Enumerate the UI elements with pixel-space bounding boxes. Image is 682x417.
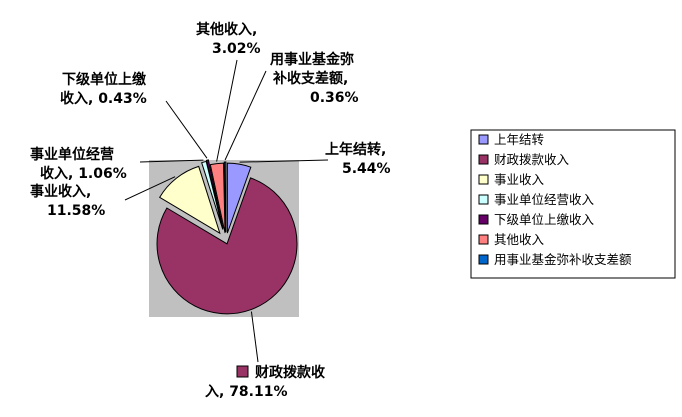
data-labels: 上年结转, 5.44% 财政拨款收入, 78.11% 事业收入, 11.58% 事业单位经… xyxy=(30,21,391,400)
data-label: 0.36% xyxy=(310,90,359,106)
legend-key xyxy=(478,154,489,165)
legend-label: 事业单位经营收入 xyxy=(494,192,595,207)
legend-key xyxy=(478,254,489,265)
label-legend-key xyxy=(236,365,249,378)
legend-key xyxy=(478,234,489,245)
data-label: 下级单位上缴 xyxy=(62,71,147,88)
leader-line xyxy=(165,100,208,159)
legend-key xyxy=(478,174,489,185)
data-label: 用事业基金弥 xyxy=(270,51,354,68)
pie-slice xyxy=(201,160,224,230)
pie-slice xyxy=(223,161,227,233)
legend-key xyxy=(478,214,489,225)
data-label: 5.44% xyxy=(342,161,391,177)
data-label: 收入, 1.06% xyxy=(40,165,127,182)
leader-line xyxy=(216,59,238,162)
data-label: 收入, 0.43% xyxy=(60,90,147,107)
legend-key xyxy=(478,134,489,145)
leader-line xyxy=(239,159,329,163)
legend-label: 上年结转 xyxy=(494,132,544,147)
legend-key xyxy=(478,194,489,205)
leader-line xyxy=(139,159,204,163)
legend-label: 用事业基金弥补收支差额 xyxy=(494,252,632,267)
legend-label: 下级单位上缴收入 xyxy=(494,212,595,227)
data-label: 事业单位经营 xyxy=(30,146,114,163)
data-label: 11.58% xyxy=(47,203,105,219)
pie-slice xyxy=(158,165,221,235)
data-label: 上年结转, xyxy=(325,141,386,158)
pie-slice xyxy=(156,177,298,315)
leader-lines xyxy=(124,59,329,363)
data-label: 其他收入, xyxy=(196,21,257,38)
data-label: 财政拨款收 xyxy=(254,364,326,381)
data-label: 入, 78.11% xyxy=(205,384,288,400)
data-label: 事业收入, xyxy=(30,183,91,200)
data-label: 补收支差额, xyxy=(272,70,348,87)
leader-line xyxy=(250,311,259,363)
legend-label: 财政拨款收入 xyxy=(494,152,570,167)
pie-slice xyxy=(209,162,226,234)
leader-line xyxy=(124,176,176,201)
legend-label: 事业收入 xyxy=(494,172,545,187)
pie-slice xyxy=(205,159,224,229)
leader-line xyxy=(224,70,267,161)
pie-slice xyxy=(226,162,252,234)
legend-box xyxy=(470,129,676,279)
data-label: 3.02% xyxy=(212,41,261,57)
legend-label: 其他收入 xyxy=(494,232,545,247)
legend: 上年结转财政拨款收入事业收入事业单位经营收入下级单位上缴收入其他收入用事业基金弥… xyxy=(470,129,676,279)
pie-slices xyxy=(156,159,298,315)
